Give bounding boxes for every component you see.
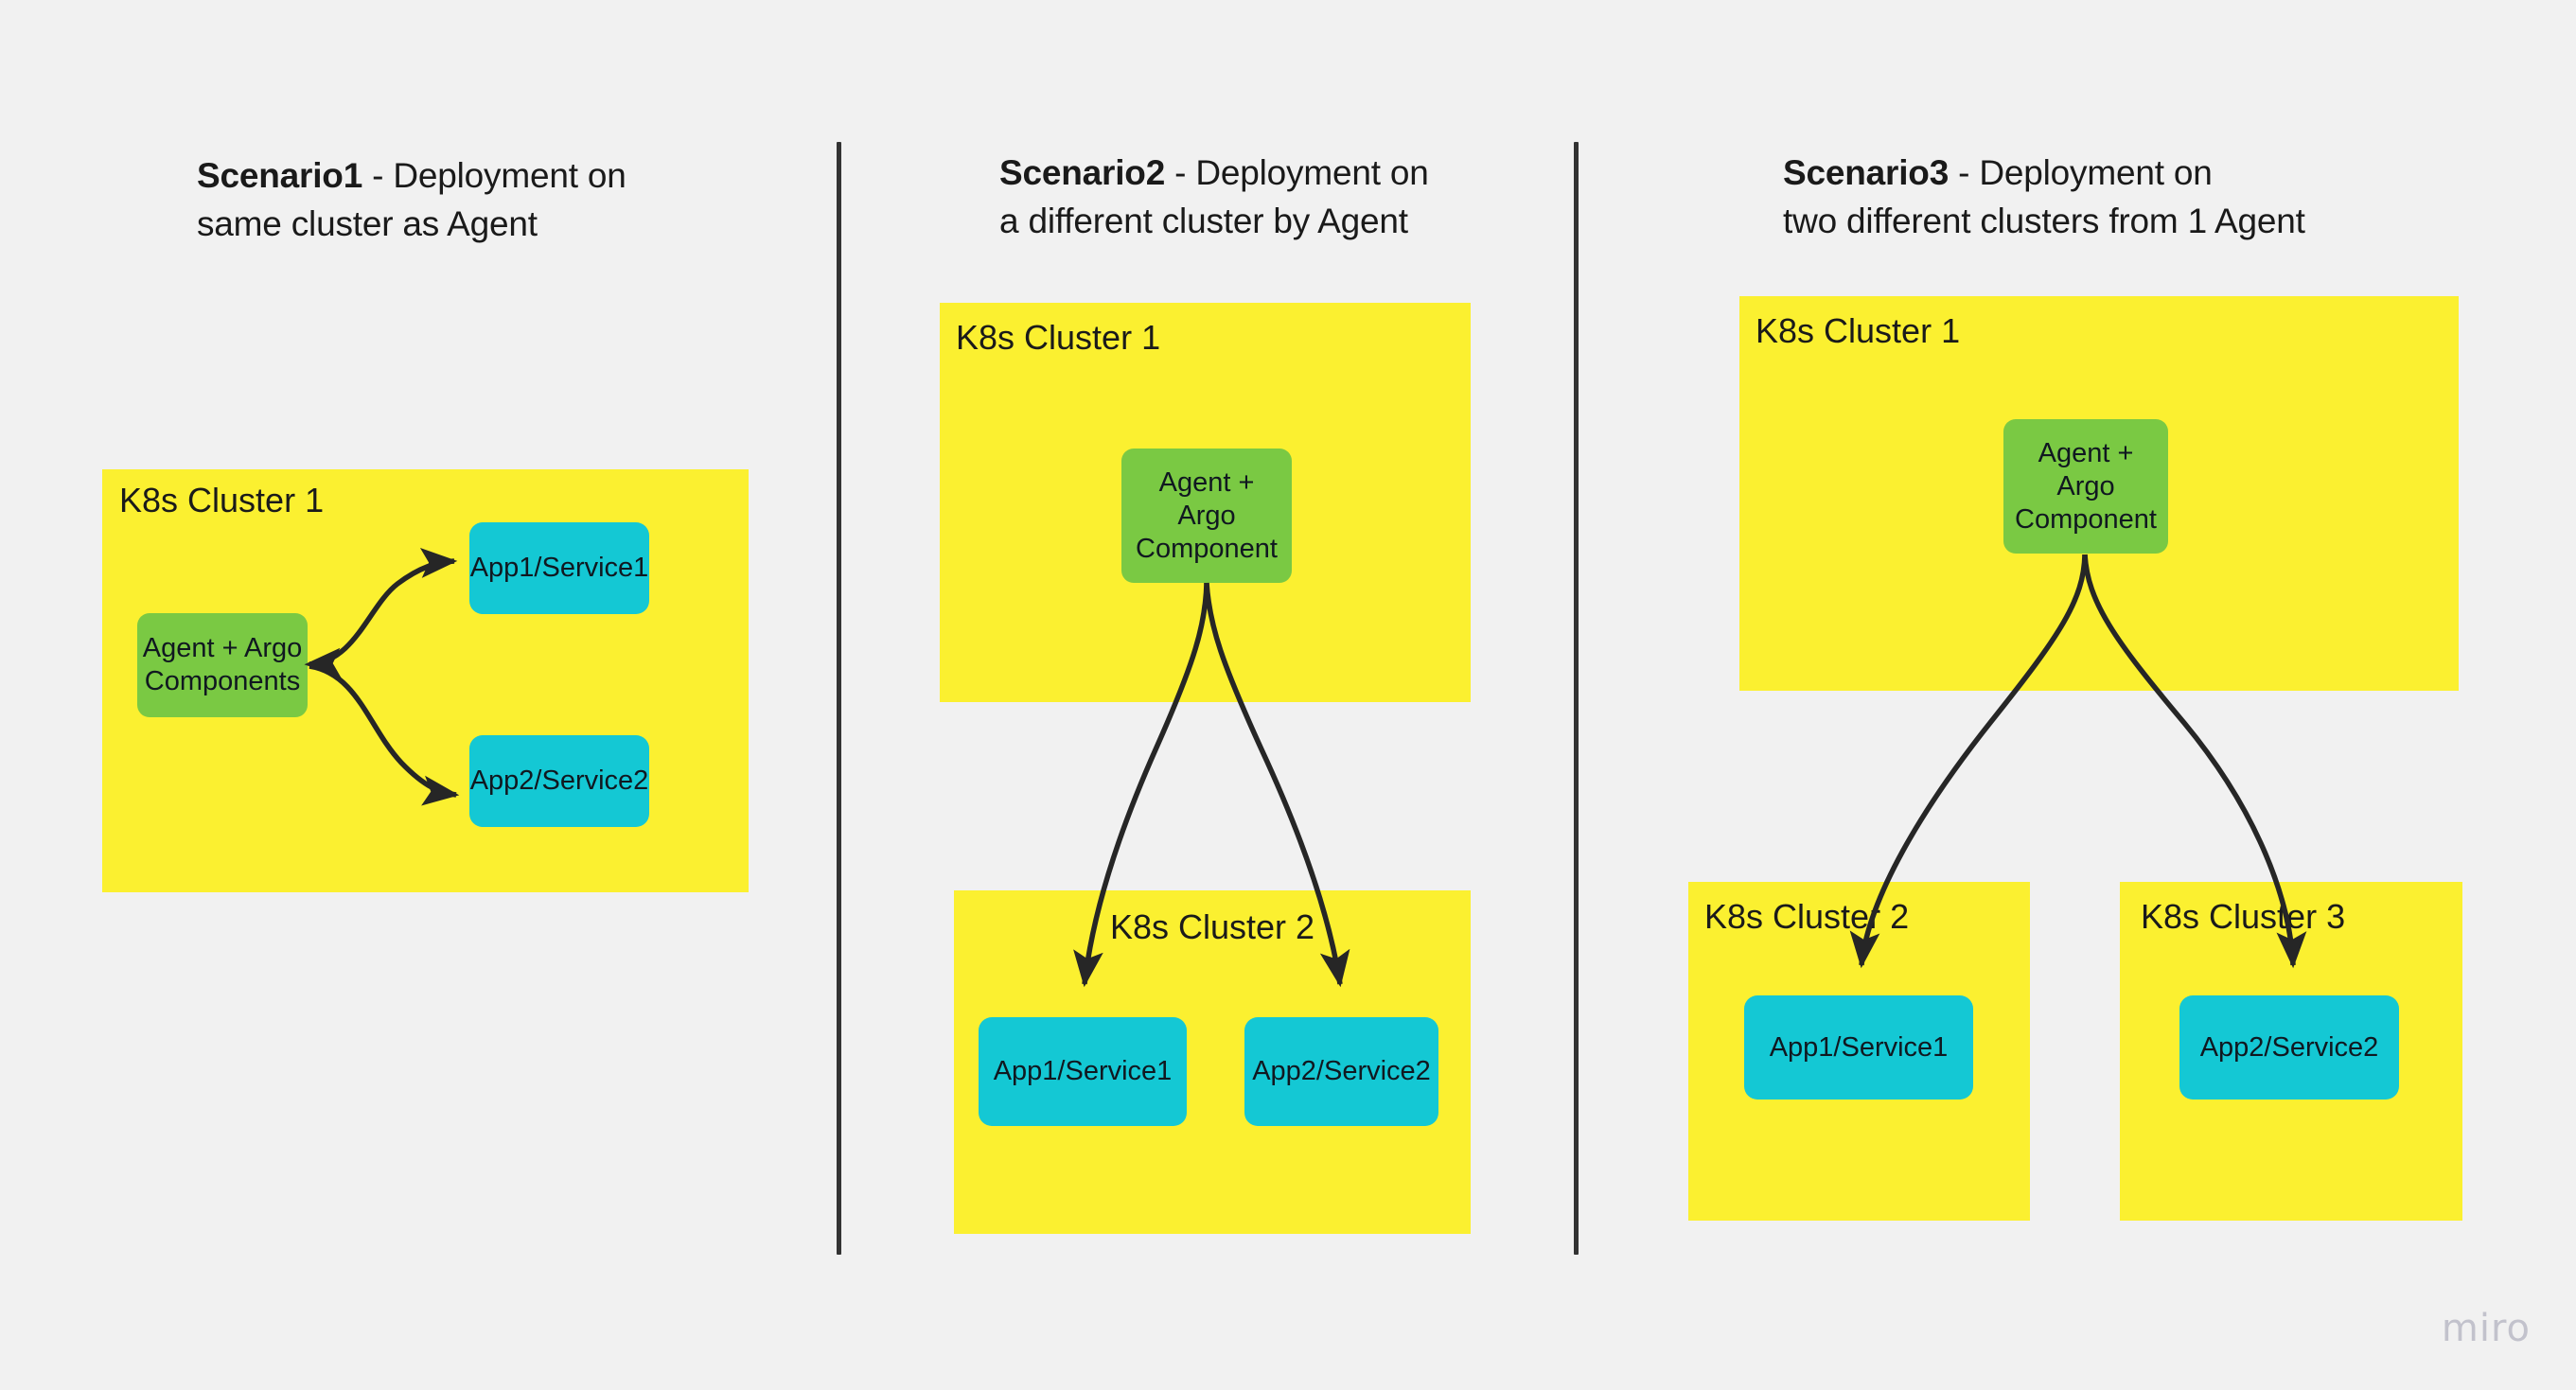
scenario1-title-rest: - Deployment on same cluster as Agent xyxy=(197,156,626,243)
s1-agent-node[interactable]: Agent + Argo Components xyxy=(137,613,308,717)
scenario2-title: Scenario2 - Deployment on a different cl… xyxy=(999,149,1429,245)
s1-cluster1-label: K8s Cluster 1 xyxy=(119,481,325,519)
s3-app2-node[interactable]: App2/Service2 xyxy=(2179,995,2399,1100)
divider-scenario2-scenario3 xyxy=(1574,142,1579,1255)
s1-app2-node[interactable]: App2/Service2 xyxy=(469,735,649,827)
s3-agent-node[interactable]: Agent + Argo Component xyxy=(2003,419,2168,554)
scenario3-title-rest: - Deployment on two different clusters f… xyxy=(1783,153,2305,240)
scenario1-title: Scenario1 - Deployment on same cluster a… xyxy=(197,151,626,248)
s2-app1-node[interactable]: App1/Service1 xyxy=(979,1017,1187,1126)
scenario3-title-bold: Scenario3 xyxy=(1783,153,1950,192)
s2-cluster2-label: K8s Cluster 2 xyxy=(1109,907,1315,946)
scenario2-title-rest: - Deployment on a different cluster by A… xyxy=(999,153,1429,240)
miro-watermark: miro xyxy=(2441,1307,2531,1350)
s2-app2-node[interactable]: App2/Service2 xyxy=(1244,1017,1438,1126)
scenario2-title-bold: Scenario2 xyxy=(999,153,1166,192)
scenario3-title: Scenario3 - Deployment on two different … xyxy=(1783,149,2305,245)
scenario1-title-bold: Scenario1 xyxy=(197,156,363,195)
s3-app1-node[interactable]: App1/Service1 xyxy=(1744,995,1973,1100)
divider-scenario1-scenario2 xyxy=(837,142,841,1255)
s3-cluster1-label: K8s Cluster 1 xyxy=(1756,311,1961,350)
s1-app1-node[interactable]: App1/Service1 xyxy=(469,522,649,614)
s2-cluster1-label: K8s Cluster 1 xyxy=(956,318,1161,357)
s3-cluster3-label: K8s Cluster 3 xyxy=(2141,897,2346,936)
s3-cluster2-label: K8s Cluster 2 xyxy=(1704,897,1910,936)
s2-agent-node[interactable]: Agent + Argo Component xyxy=(1121,449,1292,583)
